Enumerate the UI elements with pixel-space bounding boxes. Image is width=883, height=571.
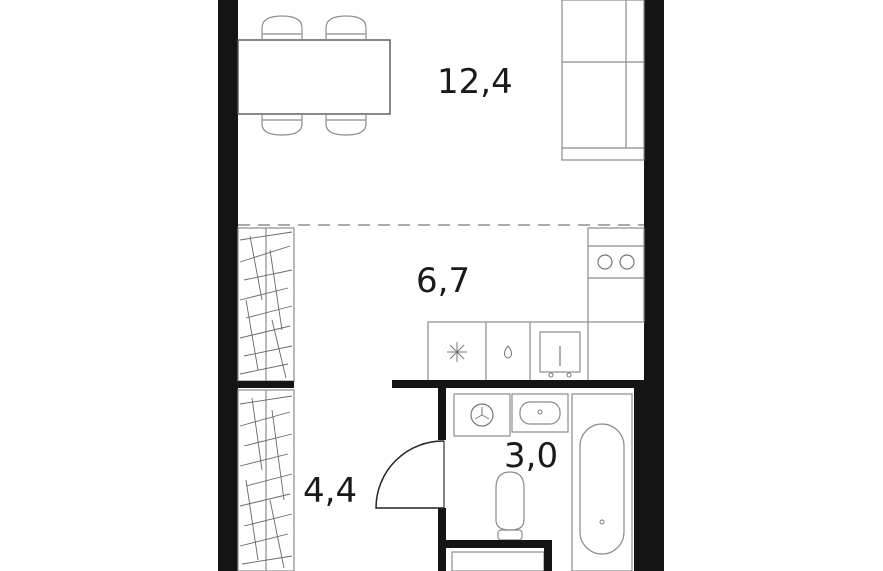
right-outer-wall bbox=[644, 0, 664, 571]
bathroom-door bbox=[375, 440, 445, 509]
bathroom-top-wall bbox=[392, 380, 644, 388]
living-room-area: 12,4 bbox=[437, 62, 513, 102]
stove bbox=[587, 227, 645, 323]
dining-chair bbox=[261, 15, 303, 40]
dining-chair bbox=[261, 114, 303, 136]
bathroom-area: 3,0 bbox=[504, 436, 558, 476]
wardrobe-upper bbox=[237, 227, 295, 382]
washbasin bbox=[511, 393, 569, 433]
bathroom-inner-wall-right bbox=[634, 388, 644, 571]
dining-chair bbox=[325, 114, 367, 136]
kitchen-area: 6,7 bbox=[416, 261, 470, 301]
washing-machine bbox=[453, 393, 511, 437]
hallway-area: 4,4 bbox=[303, 471, 357, 511]
bathroom-shelf bbox=[446, 540, 552, 571]
bathroom-left-wall-lower bbox=[438, 508, 446, 571]
stove-burner-icon bbox=[619, 254, 635, 270]
stove-burner-icon bbox=[597, 254, 613, 270]
kitchen-counter bbox=[427, 321, 589, 383]
bathtub bbox=[571, 393, 633, 571]
dining-table bbox=[237, 15, 391, 136]
left-outer-wall bbox=[218, 0, 238, 571]
gas-flame-icon bbox=[503, 345, 513, 359]
hall-wall-stub bbox=[238, 381, 294, 388]
washer-icon bbox=[470, 403, 494, 427]
bathroom-left-wall-upper bbox=[438, 388, 446, 440]
snowflake-icon bbox=[447, 342, 467, 362]
sofa bbox=[561, 0, 645, 161]
wardrobe-lower bbox=[237, 389, 295, 571]
sink-icon bbox=[539, 331, 581, 378]
toilet bbox=[495, 471, 525, 541]
dining-chair bbox=[325, 15, 367, 40]
